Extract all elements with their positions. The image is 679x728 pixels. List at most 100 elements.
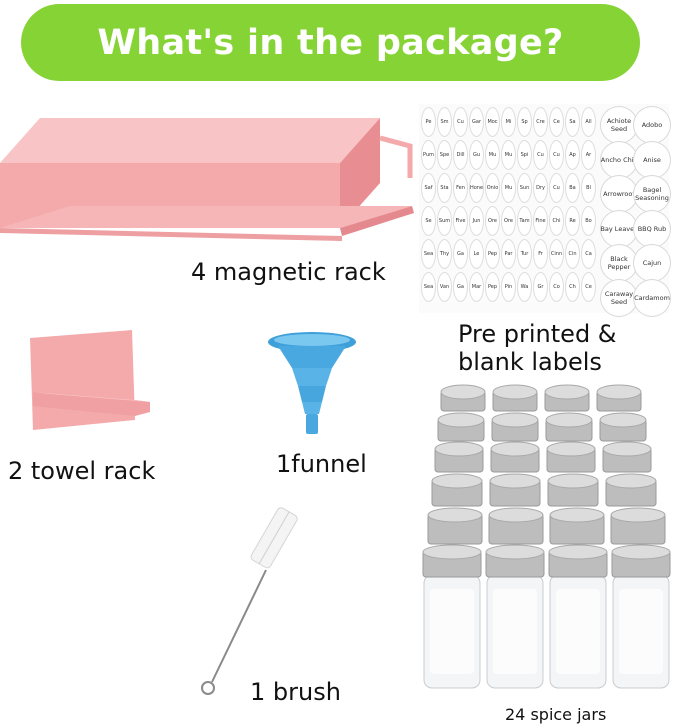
small-label-6: Sp <box>517 107 532 137</box>
small-label-33: Se <box>421 206 436 236</box>
small-label-45: Thy <box>437 239 452 269</box>
spice-jars-label: 24 spice jars <box>505 705 607 724</box>
small-label-15: Mu <box>485 140 500 170</box>
small-label-58: Mar <box>469 272 484 302</box>
small-label-34: Sum <box>437 206 452 236</box>
small-label-2: Cu <box>453 107 468 137</box>
small-label-26: Onio <box>485 173 500 203</box>
spice-jar-4 <box>437 412 485 442</box>
small-label-28: Sun <box>517 173 532 203</box>
small-label-48: Pep <box>485 239 500 269</box>
small-label-38: Ore <box>501 206 516 236</box>
spice-jar-20 <box>422 544 482 689</box>
small-label-61: Wa <box>517 272 532 302</box>
small-label-22: Saf <box>421 173 436 203</box>
spice-jar-3 <box>596 384 642 412</box>
small-label-23: Sta <box>437 173 452 203</box>
small-label-32: Bl <box>581 173 596 203</box>
small-label-51: Fr <box>533 239 548 269</box>
spice-jar-5 <box>491 412 539 442</box>
small-label-7: Cre <box>533 107 548 137</box>
small-label-59: Pep <box>485 272 500 302</box>
small-label-64: Ch <box>565 272 580 302</box>
funnel-image <box>268 332 356 434</box>
spice-jar-23 <box>611 544 671 689</box>
large-label-2: Ancho Chili <box>600 140 638 179</box>
small-label-11: Pum <box>421 140 436 170</box>
small-label-0: Pe <box>421 107 436 137</box>
large-label-1: Adobo <box>633 106 671 144</box>
small-label-12: Spe <box>437 140 452 170</box>
spice-jar-21 <box>485 544 545 689</box>
small-label-50: Tur <box>517 239 532 269</box>
small-label-56: Van <box>437 272 452 302</box>
brush-label: 1 brush <box>250 678 341 706</box>
small-label-5: Mi <box>501 107 516 137</box>
large-label-9: Cajun <box>633 244 671 282</box>
spice-jar-1 <box>492 384 538 412</box>
small-label-63: Co <box>549 272 564 302</box>
towel-rack-image <box>30 330 150 430</box>
large-label-8: Black Pepper <box>600 244 638 282</box>
small-label-14: Gu <box>469 140 484 170</box>
spice-jar-10 <box>546 441 596 473</box>
brush-image <box>201 507 298 695</box>
small-label-24: Fen <box>453 173 468 203</box>
small-label-27: Mu <box>501 173 516 203</box>
spice-jar-17 <box>488 507 544 545</box>
large-label-10: Caraway Seed <box>600 278 638 317</box>
spice-jar-11 <box>602 441 652 473</box>
banner-title: What's in the package? <box>97 22 564 63</box>
spice-jar-9 <box>490 441 540 473</box>
small-label-1: Sm <box>437 107 452 137</box>
small-label-46: Ga <box>453 239 468 269</box>
small-label-37: Ore <box>485 206 500 236</box>
small-label-55: Sea <box>421 272 436 302</box>
small-label-21: Ar <box>581 140 596 170</box>
large-label-5: Bagel Seasoning <box>633 175 671 213</box>
small-label-3: Gar <box>469 107 484 137</box>
small-label-60: Pin <box>501 272 516 302</box>
small-label-40: Fine <box>533 206 548 236</box>
small-label-62: Gr <box>533 272 548 302</box>
small-label-36: Jun <box>469 206 484 236</box>
small-label-31: Ba <box>565 173 580 203</box>
small-label-29: Dry <box>533 173 548 203</box>
small-label-42: Re <box>565 206 580 236</box>
small-label-8: Ce <box>549 107 564 137</box>
labels-caption-line1: Pre printed & <box>458 320 617 348</box>
small-label-16: Mu <box>501 140 516 170</box>
large-label-4: Arrowroot <box>600 175 638 213</box>
small-label-41: Chi <box>549 206 564 236</box>
small-label-44: Sea <box>421 239 436 269</box>
small-label-52: Cinn <box>549 239 564 269</box>
small-label-49: Par <box>501 239 516 269</box>
small-label-9: Sa <box>565 107 580 137</box>
towel-rack-label: 2 towel rack <box>8 457 156 485</box>
spice-jar-22 <box>548 544 608 689</box>
spice-jar-16 <box>427 507 483 545</box>
small-label-30: Cu <box>549 173 564 203</box>
spice-jar-14 <box>547 473 599 507</box>
small-label-65: Ce <box>581 272 596 302</box>
spice-jar-12 <box>431 473 483 507</box>
large-label-3: Anise <box>633 140 671 179</box>
spice-jar-15 <box>605 473 657 507</box>
small-label-4: Moc <box>485 107 500 137</box>
small-label-13: Dill <box>453 140 468 170</box>
large-label-7: BBQ Rub <box>633 209 671 248</box>
magnetic-rack-label: 4 magnetic rack <box>191 258 386 286</box>
funnel-label: 1funnel <box>276 450 367 478</box>
small-label-39: Tam <box>517 206 532 236</box>
spice-jar-2 <box>544 384 590 412</box>
large-label-6: Bay Leaves <box>600 209 638 248</box>
large-label-11: Cardamom <box>633 278 671 317</box>
labels-caption-line2: blank labels <box>458 348 602 376</box>
spice-jar-19 <box>610 507 666 545</box>
small-label-19: Cu <box>549 140 564 170</box>
small-label-20: Ap <box>565 140 580 170</box>
small-label-43: Bo <box>581 206 596 236</box>
small-label-17: Spi <box>517 140 532 170</box>
large-label-0: Achiote Seed <box>600 106 638 144</box>
